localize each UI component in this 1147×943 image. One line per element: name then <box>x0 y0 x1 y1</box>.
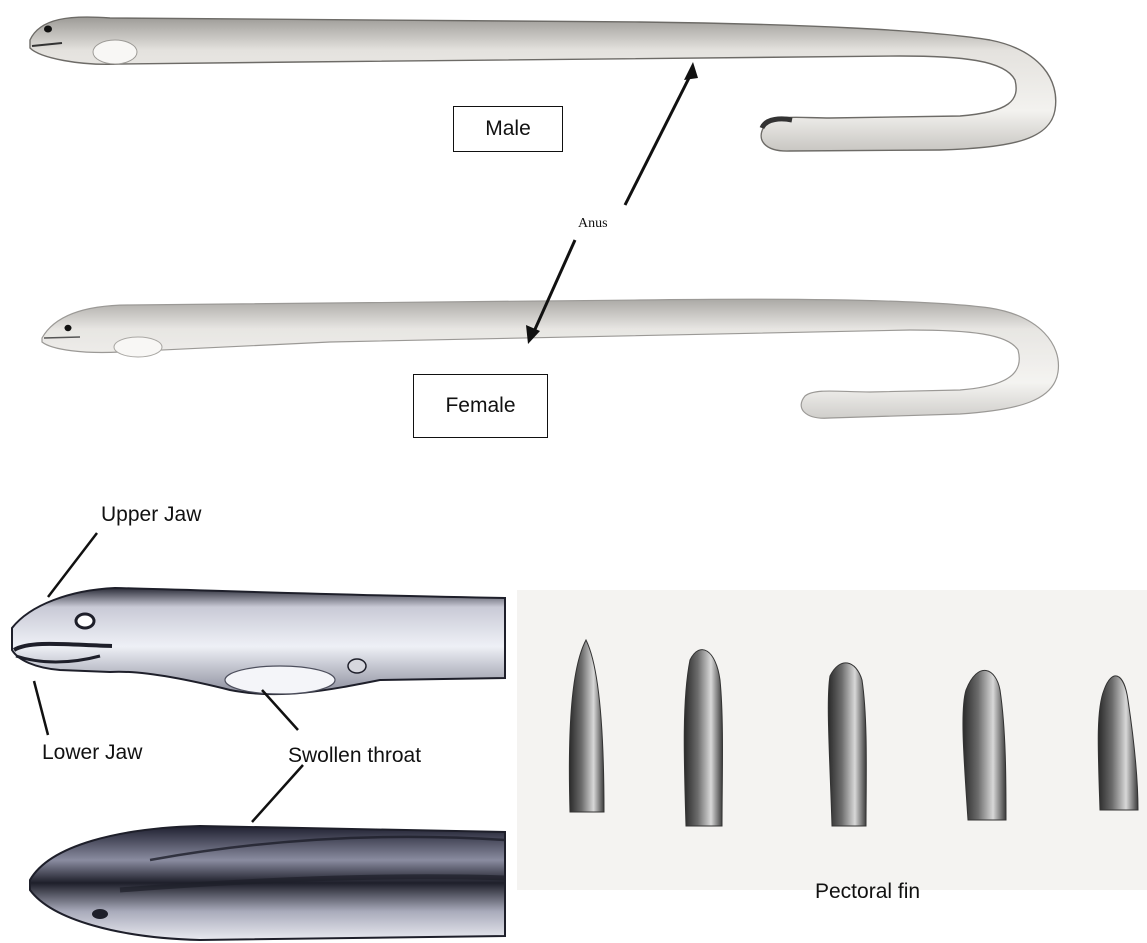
female-throat <box>114 337 162 357</box>
male-label-text: Male <box>485 117 531 141</box>
anus-label: Anus <box>578 216 608 232</box>
male-label: Male <box>453 106 563 152</box>
lower-jaw-label: Lower Jaw <box>42 741 142 765</box>
female-mouth <box>44 337 80 338</box>
male-throat <box>93 40 137 64</box>
lateral-throat <box>225 666 335 694</box>
lateral-head-drawing <box>12 588 505 694</box>
upper-jaw-label: Upper Jaw <box>101 503 201 527</box>
female-label-text: Female <box>445 394 515 418</box>
female-eel-drawing <box>42 299 1058 418</box>
female-eye <box>65 325 72 331</box>
female-label: Female <box>413 374 548 438</box>
lateral-fin-base <box>348 659 366 673</box>
pectoral-fin-4 <box>963 670 1006 820</box>
ventral-head-drawing <box>30 826 505 940</box>
lateral-eye <box>76 614 94 628</box>
pectoral-fin-label: Pectoral fin <box>815 880 920 904</box>
swollen-throat-label: Swollen throat <box>288 744 421 768</box>
pectoral-fin-2 <box>684 650 722 826</box>
pectoral-fin-3 <box>828 663 866 826</box>
pectoral-fin-panel <box>517 590 1147 890</box>
male-eye <box>44 26 52 33</box>
